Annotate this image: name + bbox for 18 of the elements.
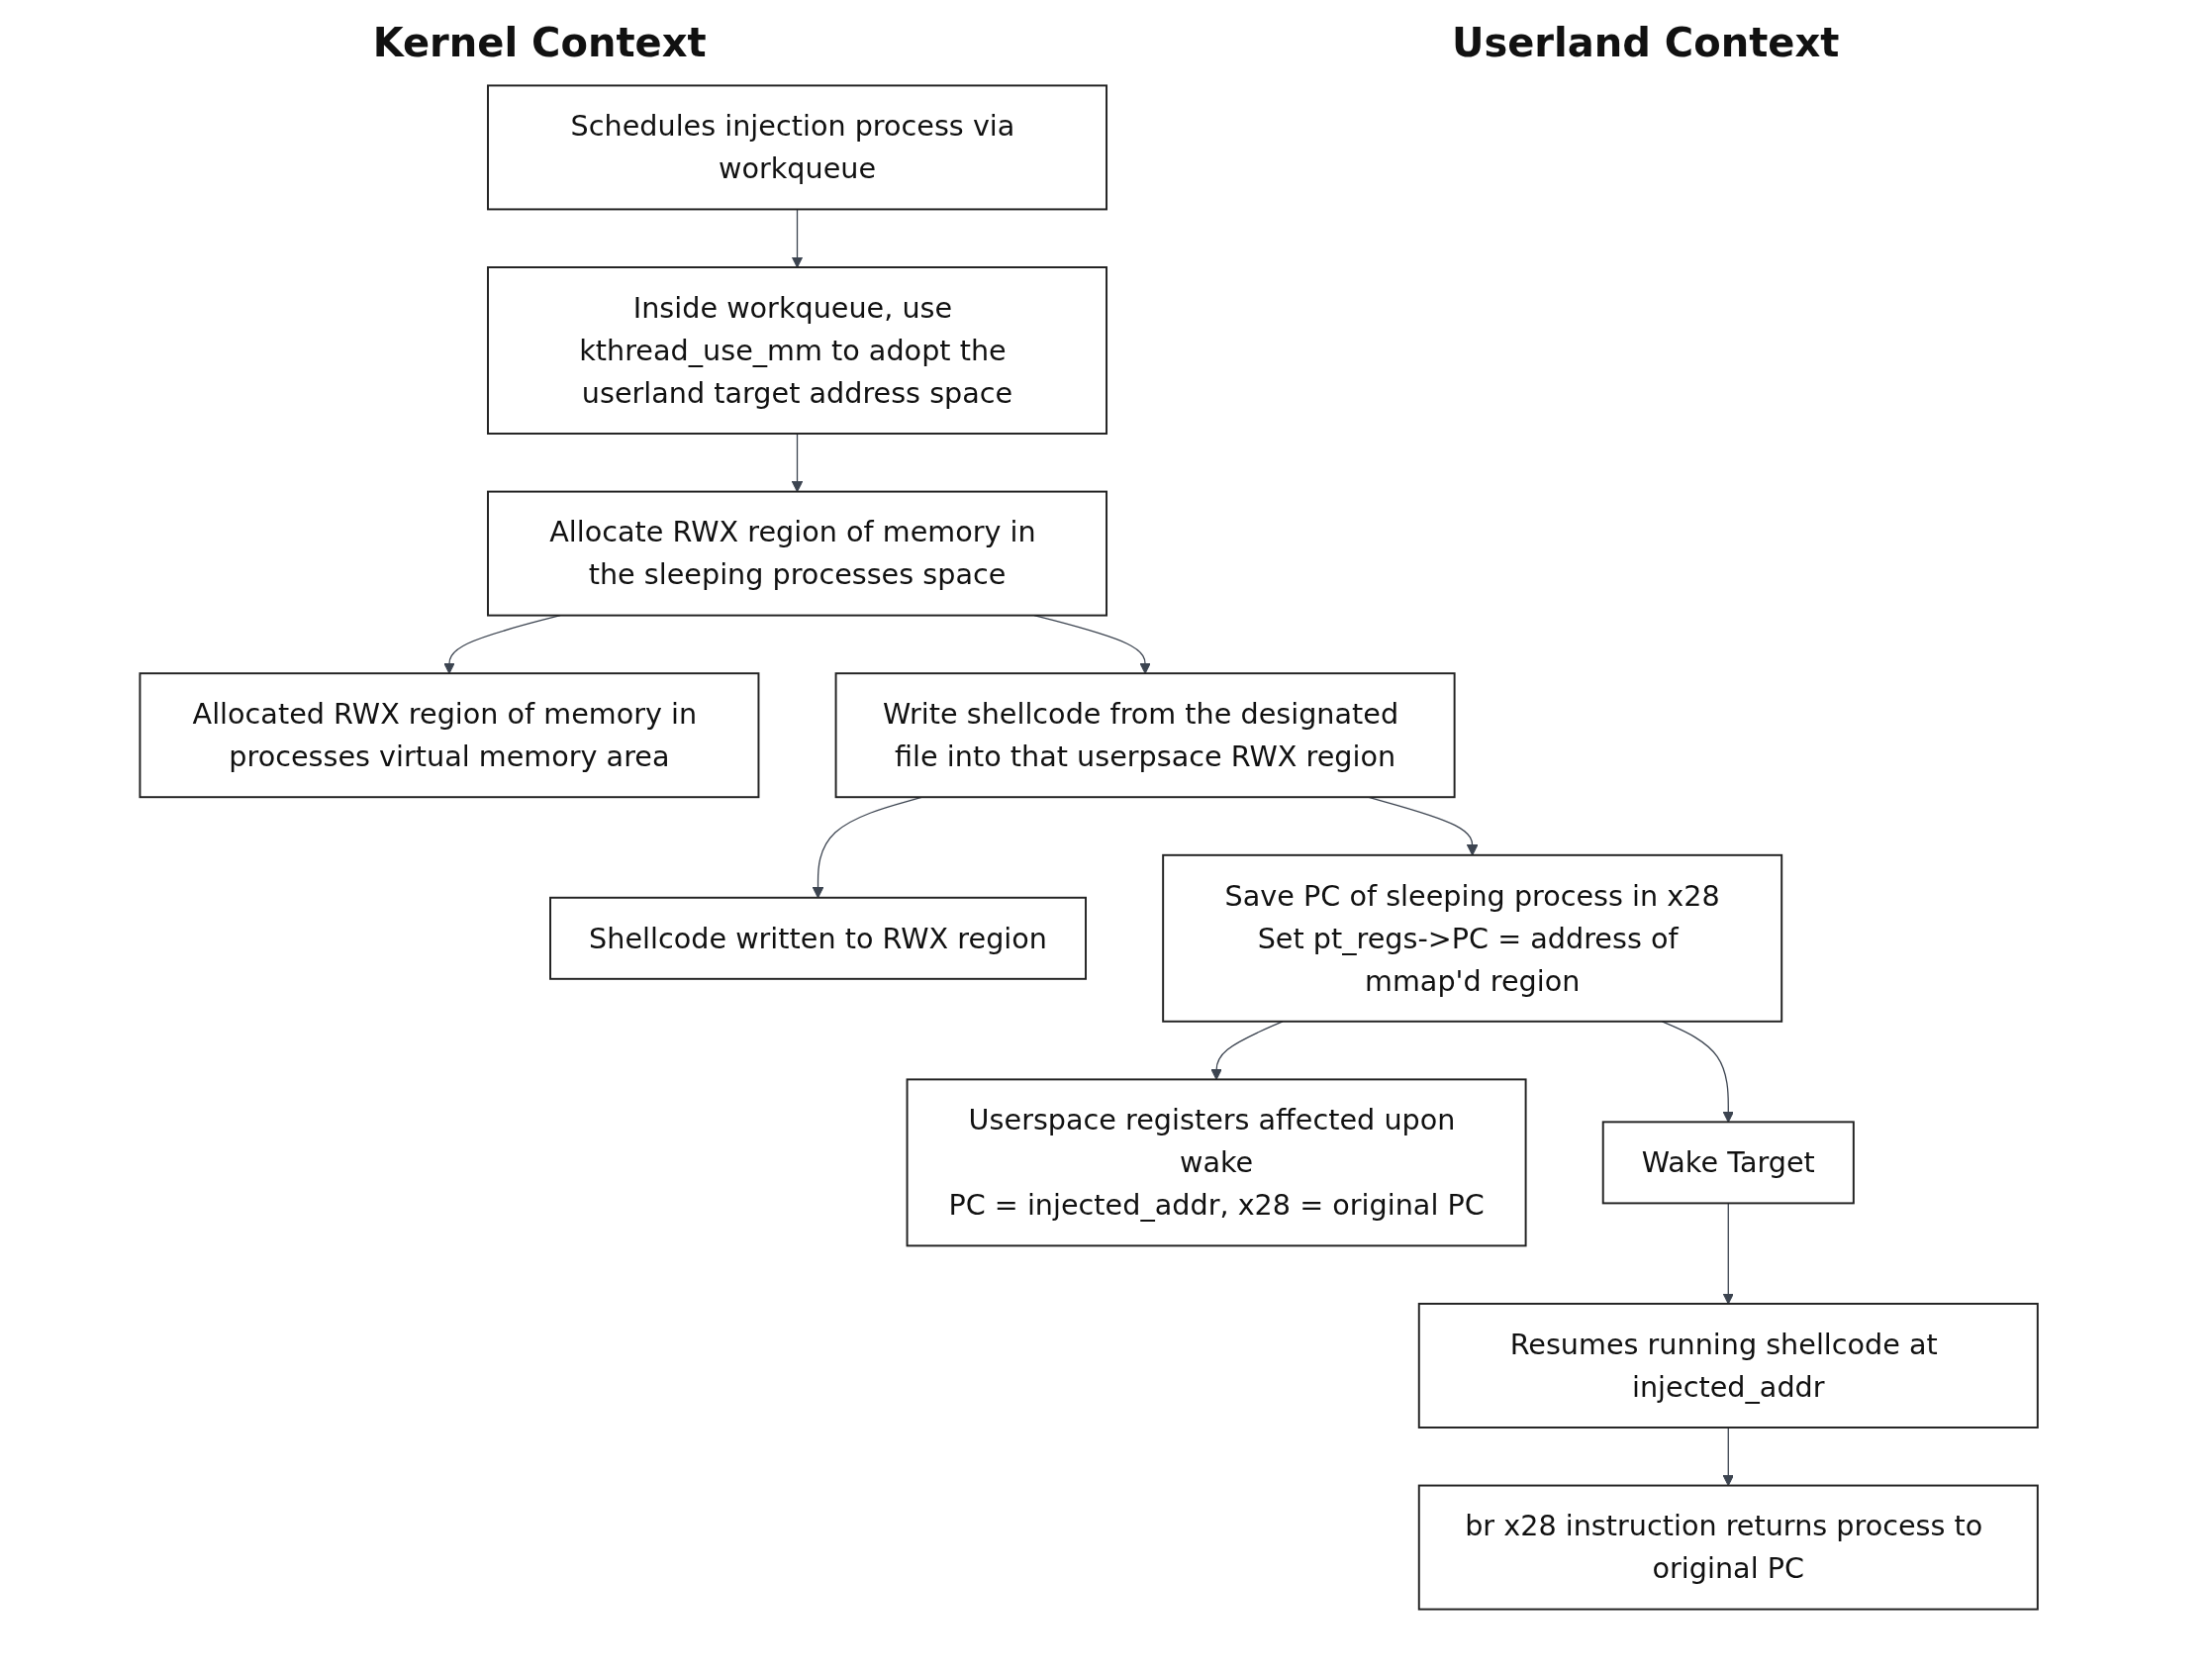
column-heading: Kernel Context [372, 20, 707, 65]
node-box: Schedules injection process via workqueue [486, 84, 1107, 211]
node-box: Userspace registers affected upon wake PC = injected_addr, x28 = original PC [906, 1078, 1527, 1247]
node-box: Resumes running shellcode at injected_addr [1417, 1303, 2039, 1429]
arrow [1210, 1021, 1284, 1080]
node-box: Save PC of sleeping process in x28 Set pt_regs->PC = address of mmap'd region [1162, 853, 1783, 1023]
arrow [791, 433, 804, 493]
node-box: Write shellcode from the designated file into that userpsace RWX region [834, 672, 1456, 799]
node-box: Wake Target [1601, 1121, 1855, 1205]
node-box: Allocate RWX region of memory in the sleeping processes space [486, 490, 1107, 617]
node-box: br x28 instruction returns process to original PC [1417, 1484, 2039, 1611]
node-box: Allocated RWX region of memory in processes virtual memory area [139, 672, 760, 799]
node-box: Shellcode written to RWX region [548, 896, 1087, 980]
arrow [1722, 1202, 1734, 1305]
column-heading: Userland Context [1451, 20, 1840, 65]
arrow [1722, 1427, 1734, 1487]
node-box: Inside workqueue, use kthread_use_mm to adopt the userland target address space [486, 266, 1107, 435]
arrow [791, 208, 804, 268]
